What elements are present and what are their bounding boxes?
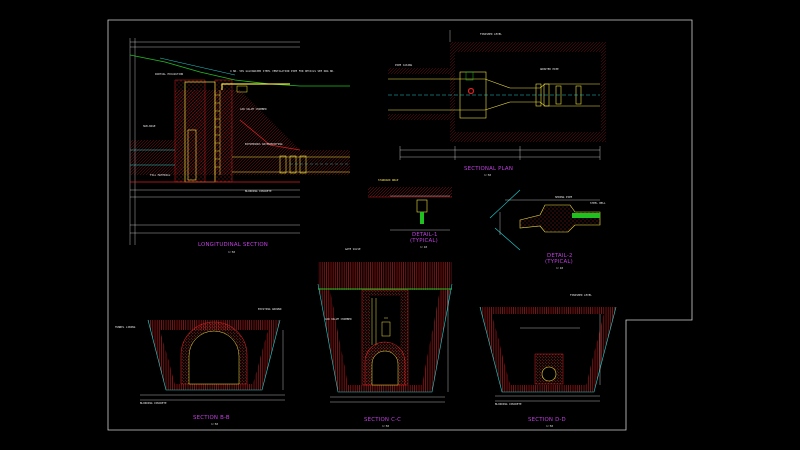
note-tunnel-lining: TUNNEL LINING	[115, 325, 136, 329]
note-blinding-concrete: BLINDING CONCRETE	[140, 401, 167, 405]
longitudinal-section-scale: 1:50	[228, 250, 235, 254]
section-b-b-view: EXISTING GROUND TUNNEL LINING BLINDING C…	[115, 307, 285, 426]
section-c-c-scale: 1:50	[382, 424, 389, 428]
note-sub-base: SUB-BASE	[143, 124, 156, 128]
section-c-c-view: GATE VALVE AIR VALVE CHAMBER SECTION C-C…	[317, 247, 453, 428]
note-spring-pipe: SPRING PIPE	[555, 195, 573, 199]
note-finished-level: FINISHED LEVEL	[480, 32, 502, 36]
detail-2-subtitle: (TYPICAL)	[545, 259, 573, 265]
detail-1-scale: 1:10	[420, 245, 427, 249]
detail-1-subtitle: (TYPICAL)	[410, 238, 438, 244]
note-grouted-pipe: GROUTED PIPE	[540, 67, 559, 71]
note-fill-material: FILL MATERIAL	[150, 173, 171, 177]
section-b-b-title: SECTION B-B	[193, 415, 230, 421]
note-existing-ground: EXISTING GROUND	[258, 307, 282, 311]
note-standard-wrap: STANDARD WRAP	[378, 178, 399, 182]
detail-1-view: STANDARD WRAP DETAIL-1 (TYPICAL) 1:10	[368, 178, 452, 249]
section-d-d-title: SECTION D-D	[528, 417, 566, 423]
note-finished-level-dd: FINISHED LEVEL	[570, 293, 592, 297]
detail-2-scale: 1:10	[556, 266, 563, 270]
note-vent-pipe: 4 NO. 50% GALVANIZED STEEL VENTILATION P…	[230, 69, 335, 73]
note-blinding-dd: BLINDING CONCRETE	[495, 402, 522, 406]
longitudinal-section-view: PARTIAL EXCAVATION SUB-BASE 4 NO. 50% GA…	[129, 38, 350, 254]
note-partial-excavation: PARTIAL EXCAVATION	[155, 72, 184, 76]
note-bitumen: BITUMINOUS WATERPROOFING	[245, 142, 283, 146]
note-pipe-casing: PIPE CASING	[395, 63, 413, 67]
note-blinding: BLINDING CONCRETE	[245, 189, 272, 193]
longitudinal-section-title: LONGITUDINAL SECTION	[198, 242, 268, 248]
section-d-d-scale: 1:50	[546, 424, 553, 428]
detail-2-view: SPRING PIPE STEEL BELL DETAIL-2 (TYPICAL…	[489, 189, 606, 270]
section-d-d-view: FINISHED LEVEL BLINDING CONCRETE SECTION…	[479, 293, 617, 428]
sectional-plan-view: FINISHED LEVEL GROUTED PIPE PIPE CASING …	[388, 30, 606, 177]
note-air-valve-chamber-cc: AIR VALVE CHAMBER	[325, 317, 352, 321]
note-steel-bell: STEEL BELL	[590, 201, 606, 205]
note-air-valve: AIR VALVE CHAMBER	[240, 107, 267, 111]
detail-1-title: DETAIL-1	[412, 232, 438, 238]
note-gate-valve: GATE VALVE	[345, 247, 361, 251]
sectional-plan-title: SECTIONAL PLAN	[464, 166, 513, 172]
sectional-plan-scale: 1:50	[484, 173, 491, 177]
section-b-b-scale: 1:50	[211, 422, 218, 426]
drawing-frame	[107, 19, 693, 431]
detail-2-title: DETAIL-2	[547, 253, 573, 259]
section-c-c-title: SECTION C-C	[364, 417, 401, 423]
